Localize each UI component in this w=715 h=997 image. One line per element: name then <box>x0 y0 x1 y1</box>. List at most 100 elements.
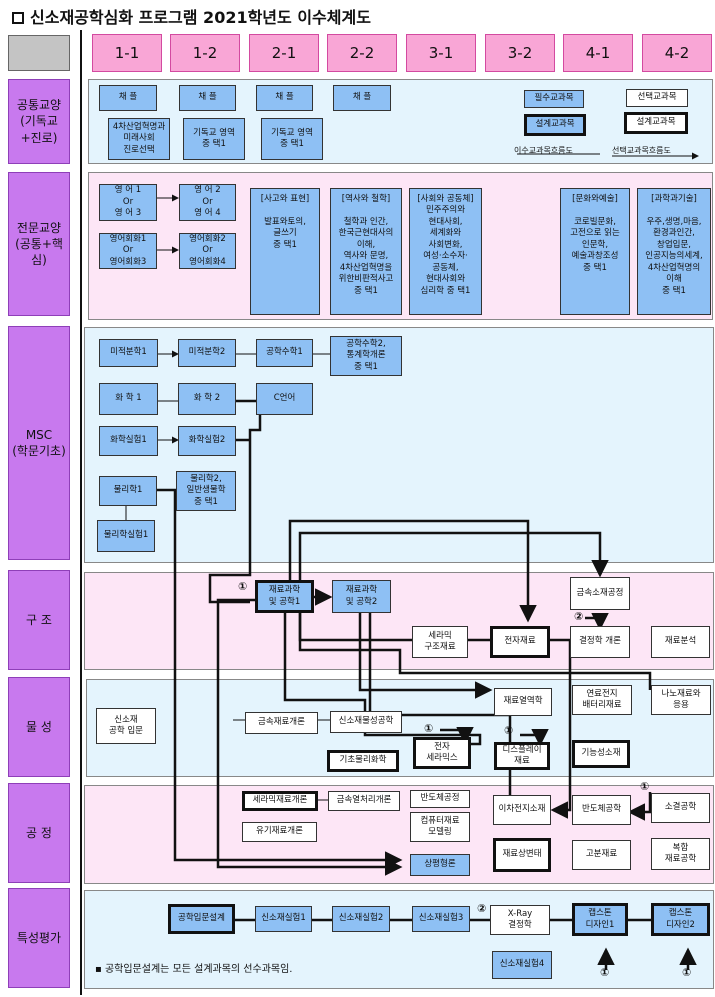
course-crystallography: 결정학 개론 <box>570 626 630 658</box>
course-materials-lab-3: 신소재실험3 <box>412 906 470 932</box>
course-physics-2: 물리학2, 일반생물학 중 택1 <box>176 471 236 511</box>
semester-4-2: 4-2 <box>642 34 712 72</box>
course-culture-arts: [문화와예술] 코로빌문화, 고전으로 읽는 인문학, 예술과창조성 중 택1 <box>560 188 630 315</box>
header-corner <box>8 35 70 71</box>
course-english-1: 영 어 1 Or 영 어 3 <box>99 184 157 221</box>
legend-elective-flow: 선택교과목흐름도 <box>612 146 671 155</box>
course-materials-lab-1: 신소재실험1 <box>255 906 312 932</box>
course-physics-lab-1: 물리학실험1 <box>97 520 155 552</box>
category-msc: MSC (학문기초) <box>8 326 70 560</box>
semester-4-1: 4-1 <box>563 34 633 72</box>
course-sintering: 소결공학 <box>651 793 710 823</box>
course-chapel-4: 채 플 <box>333 85 391 111</box>
course-organic-materials: 유기재료개론 <box>242 822 317 842</box>
semester-2-1: 2-1 <box>249 34 319 72</box>
course-metal-process: 금속소재공정 <box>570 577 630 610</box>
course-polymer: 고분재료 <box>572 840 631 870</box>
course-mse-2: 재료과학 및 공학2 <box>332 580 391 613</box>
course-computer-modeling: 컴퓨터재료 모델링 <box>410 812 470 842</box>
course-engineering-math-1: 공학수학1 <box>256 339 313 367</box>
course-christianity-1: 기독교 영역 중 택1 <box>183 118 245 160</box>
course-christianity-2: 기독교 영역 중 택1 <box>261 118 323 160</box>
page-title: 신소재공학심화 프로그램 2021학년도 이수체계도 <box>12 4 371 28</box>
course-semiconductor-engineering: 반도체공학 <box>572 795 631 825</box>
course-semiconductor-process: 반도체공정 <box>410 790 470 808</box>
course-capstone-1: 캡스톤 디자인1 <box>572 903 628 936</box>
category-general: 공통교양 (기독교 +진로) <box>8 79 70 164</box>
course-secondary-battery: 이차전지소재 <box>493 795 551 825</box>
course-chemistry-2: 화 학 2 <box>178 383 236 415</box>
course-english-2: 영 어 2 Or 영 어 4 <box>179 184 236 221</box>
course-physics-1: 물리학1 <box>99 476 157 506</box>
course-fuelcell-battery: 연료전지 배터리재료 <box>572 685 632 715</box>
course-composite: 복합 재료공학 <box>651 838 710 870</box>
course-metal-heat-treatment: 금속열처리개론 <box>328 791 400 811</box>
marker-2-crystal: ② <box>574 610 584 623</box>
course-electronic-materials: 전자재료 <box>490 626 550 658</box>
legend-required: 필수교과목 <box>524 90 584 108</box>
marker-1-ceramics: ① <box>424 722 434 735</box>
course-chapel-3: 채 플 <box>256 85 313 111</box>
marker-2-xray: ② <box>477 902 487 915</box>
course-xray-crystallography: X-Ray 결정학 <box>490 905 550 935</box>
category-property: 물 성 <box>8 677 70 777</box>
course-electronic-ceramics: 전자 세라믹스 <box>413 737 471 769</box>
semester-2-2: 2-2 <box>327 34 397 72</box>
course-chemistry-lab-1: 화학실험1 <box>99 426 158 456</box>
title-text: 신소재공학심화 프로그램 2021학년도 이수체계도 <box>30 8 371 27</box>
divider-line <box>80 30 82 995</box>
semester-3-2: 3-2 <box>485 34 555 72</box>
category-process: 공 정 <box>8 783 70 883</box>
legend-elective: 선택교과목 <box>626 89 688 107</box>
course-materials-intro: 신소재 공학 입문 <box>96 708 156 744</box>
category-structure: 구 조 <box>8 570 70 670</box>
course-calculus-1: 미적분학1 <box>99 339 158 367</box>
semester-3-1: 3-1 <box>406 34 476 72</box>
title-square-icon <box>12 12 24 24</box>
course-phase-equilibria: 상평형론 <box>410 854 470 876</box>
course-society-community: [사회와 공동체] 민주주의와 현대사회, 세계화와 사회변화, 여성·소수자·… <box>409 188 482 315</box>
course-chapel-1: 채 플 <box>99 85 157 111</box>
course-display-materials: 디스플레이 재료 <box>494 742 550 770</box>
course-functional-materials: 기능성소재 <box>572 740 630 768</box>
course-thinking-expression: [사고와 표현] 발표와토의, 글쓰기 중 택1 <box>250 188 320 315</box>
course-materials-analysis: 재료분석 <box>651 626 710 658</box>
marker-1-display: ① <box>504 724 514 737</box>
course-mse-1: 재료과학 및 공학1 <box>255 580 314 613</box>
legend-required-flow: 이수교과목흐름도 <box>514 146 573 155</box>
course-english-conversation-2: 영어회화2 Or 영어회화4 <box>179 233 236 269</box>
course-c-language: C언어 <box>256 383 313 415</box>
course-metal-intro: 금속재료개론 <box>245 712 318 734</box>
course-materials-thermodynamics: 재료열역학 <box>494 688 552 716</box>
course-materials-lab-4: 신소재실험4 <box>492 951 552 979</box>
course-intro-engineering-design: 공학입문설계 <box>168 904 235 934</box>
legend-design-required: 설계교과목 <box>524 114 586 136</box>
semester-1-2: 1-2 <box>170 34 240 72</box>
course-chapel-2: 채 플 <box>179 85 236 111</box>
marker-1-semiconductor: ① <box>640 780 650 793</box>
course-materials-property: 신소재물성공학 <box>330 711 402 733</box>
course-science-technology: [과학과기술] 우주,생명,마음, 환경과인간, 창업입문, 인공지능의세계, … <box>637 188 711 315</box>
course-materials-lab-2: 신소재실험2 <box>332 906 390 932</box>
marker-1-capstone2: ① <box>682 966 692 979</box>
course-chemistry-1: 화 학 1 <box>99 383 158 415</box>
course-english-conversation-1: 영어회화1 Or 영어회화3 <box>99 233 157 269</box>
course-engineering-math-2: 공학수학2, 통계학개론 중 택1 <box>330 336 402 376</box>
course-4th-industry-career: 4차산업혁명과 미래사회 진로선택 <box>108 118 170 160</box>
course-calculus-2: 미적분학2 <box>178 339 236 367</box>
course-ceramic-structure: 세라믹 구조재료 <box>412 626 468 658</box>
semester-1-1: 1-1 <box>92 34 162 72</box>
evaluation-note: ▪ 공학입문설계는 모든 설계과목의 선수과목임. <box>95 964 293 975</box>
course-capstone-2: 캡스톤 디자인2 <box>651 903 710 936</box>
course-ceramic-intro: 세라믹재료개론 <box>242 791 318 811</box>
category-major-liberal: 전문교양 (공통+핵심) <box>8 172 70 316</box>
course-chemistry-lab-2: 화학실험2 <box>178 426 236 456</box>
marker-1-capstone1: ① <box>600 966 610 979</box>
course-history-philosophy: [역사와 철학] 철학과 인간, 한국근현대사의 이해, 역사와 문명, 4차산… <box>330 188 402 315</box>
course-phase-transformation: 재료상변태 <box>493 838 551 872</box>
course-nano-materials: 나노재료와 응용 <box>651 685 711 715</box>
legend-design-elective: 설계교과목 <box>624 112 688 134</box>
course-basic-physical-chemistry: 기초물리화학 <box>327 750 399 772</box>
marker-1-mse: ① <box>238 580 248 593</box>
category-evaluation: 특성평가 <box>8 888 70 988</box>
